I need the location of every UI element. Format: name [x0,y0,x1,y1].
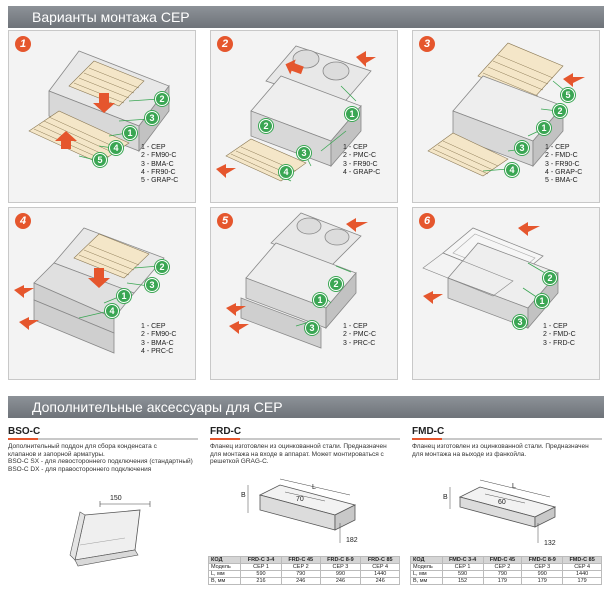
frd-drawing [247,478,357,543]
callout-3: 3 [305,321,319,335]
callout-2: 2 [259,119,273,133]
accessory-title-bso: BSO-C [8,426,41,437]
callout-1: 1 [313,293,327,307]
callout-1: 1 [535,294,549,308]
accessory-title-frd: FRD-C [210,426,242,437]
callout-1: 1 [345,107,359,121]
accessory-description-frd: Фланец изготовлен из оцинкованной стали.… [210,443,387,465]
dimension-l: L [512,483,516,490]
panel-number: 1 [15,36,31,52]
dimension-h: 182 [346,537,358,544]
panel-number: 2 [217,36,233,52]
callout-4: 4 [505,163,519,177]
callout-1: 1 [123,126,137,140]
callout-2: 2 [329,277,343,291]
accessory-divider [8,438,198,440]
unit-illustration [216,45,376,182]
accessory-divider [210,438,400,440]
accessory-description-fmd: Фланец изготовлен из оцинкованной стали.… [412,443,589,458]
callout-1: 1 [537,121,551,135]
section-banner-accessories: Дополнительные аксессуары для CEP [8,396,604,418]
unit-illustration [427,42,585,177]
dimension-b: B [443,494,448,501]
accessory-title-fmd: FMD-C [412,426,445,437]
section-banner-mounting: Варианты монтажа CEP [8,6,604,28]
callout-3: 3 [513,315,527,329]
bso-drawing [69,501,151,567]
accessory-divider [412,438,602,440]
accessory-description-bso: Дополнительный поддон для сбора конденса… [8,443,193,473]
callout-3: 3 [145,278,159,292]
dimension-h: 132 [544,540,556,547]
callout-2: 2 [155,92,169,106]
callout-3: 3 [145,111,159,125]
panel-number: 4 [15,213,31,229]
callout-2: 2 [543,271,557,285]
callout-5: 5 [93,153,107,167]
callout-4: 4 [279,165,293,179]
panel-number: 6 [419,213,435,229]
section-title: Варианты монтажа CEP [32,9,190,25]
unit-illustration [28,50,170,164]
callout-2: 2 [155,260,169,274]
fmd-drawing [449,479,557,543]
callout-3: 3 [297,146,311,160]
section-title: Дополнительные аксессуары для CEP [32,399,283,415]
unit-illustration [422,222,559,330]
dimension-l: L [312,484,316,491]
dimension-width: 150 [110,495,122,502]
panel-number: 3 [419,36,435,52]
callout-5: 5 [561,88,575,102]
unit-illustration [226,212,368,349]
panel-number: 5 [217,213,233,229]
callout-4: 4 [105,304,119,318]
callout-1: 1 [117,289,131,303]
callout-4: 4 [109,141,123,155]
callout-3: 3 [515,141,529,155]
dimension-b: B [241,492,246,499]
callout-2: 2 [553,104,567,118]
dimension-w: 70 [296,496,304,503]
dimension-w: 60 [498,499,506,506]
